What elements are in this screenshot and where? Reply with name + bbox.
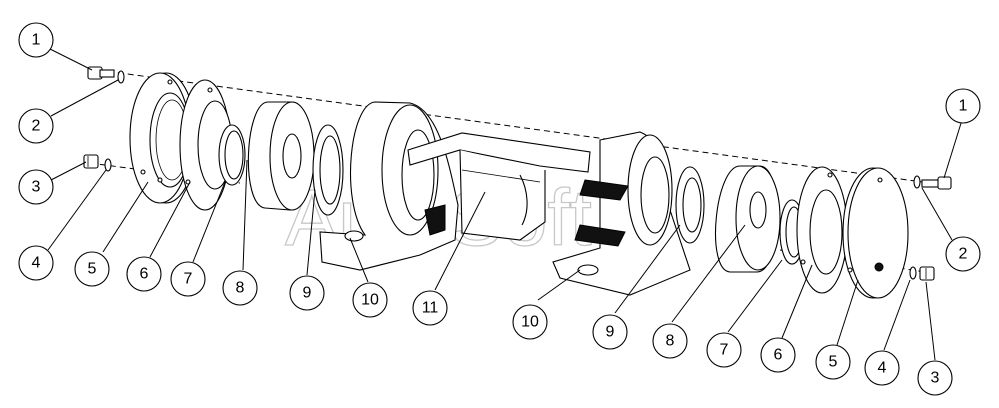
callout-7-left: 7 bbox=[170, 261, 206, 297]
callout-4-left: 4 bbox=[18, 245, 54, 281]
callout-9-left: 9 bbox=[289, 275, 325, 311]
bearing-right bbox=[714, 165, 781, 273]
callout-label: 7 bbox=[720, 342, 729, 359]
callout-label: 8 bbox=[236, 280, 245, 297]
callout-label: 1 bbox=[959, 98, 968, 115]
end-cover-right bbox=[842, 167, 909, 299]
callout-label: 6 bbox=[140, 266, 149, 283]
seal-left bbox=[312, 124, 344, 216]
snap-ring-left bbox=[218, 124, 246, 186]
bolt-left bbox=[87, 66, 115, 80]
callout-label: 6 bbox=[774, 347, 783, 364]
callout-6-right: 6 bbox=[760, 337, 796, 373]
callout-label: 2 bbox=[959, 246, 968, 263]
callout-5-left: 5 bbox=[74, 251, 110, 287]
callout-label: 10 bbox=[521, 314, 539, 331]
callout-10-right: 10 bbox=[512, 304, 548, 340]
callout-8-right: 8 bbox=[652, 323, 688, 359]
callout-4-right: 4 bbox=[864, 350, 900, 386]
callout-label: 7 bbox=[184, 271, 193, 288]
washer-right-bottom bbox=[909, 266, 917, 280]
callout-1-left: 1 bbox=[18, 22, 54, 58]
gasket-right bbox=[796, 166, 848, 294]
callout-label: 4 bbox=[878, 360, 887, 377]
callout-3-left: 3 bbox=[18, 169, 54, 205]
callout-leaders bbox=[47, 47, 963, 361]
callout-2-right: 2 bbox=[945, 236, 981, 272]
callout-9-right: 9 bbox=[592, 314, 628, 350]
callout-label: 4 bbox=[32, 255, 41, 272]
callout-3-right: 3 bbox=[917, 360, 953, 396]
callout-label: 5 bbox=[829, 354, 838, 371]
pillow-block-right bbox=[552, 131, 691, 296]
callout-6-left: 6 bbox=[126, 256, 162, 292]
callout-label: 8 bbox=[666, 333, 675, 350]
shaft-frame bbox=[407, 132, 591, 241]
callout-label: 10 bbox=[361, 292, 379, 309]
pillow-block-left bbox=[319, 101, 459, 271]
bolt-right bbox=[921, 176, 952, 190]
nut-right bbox=[919, 266, 935, 281]
callout-label: 5 bbox=[88, 261, 97, 278]
washer-left-bottom bbox=[104, 158, 112, 172]
nut-left bbox=[83, 154, 99, 169]
callout-label: 2 bbox=[32, 118, 41, 135]
callout-label: 3 bbox=[931, 370, 940, 387]
washer-left-top bbox=[117, 70, 125, 84]
callout-2-left: 2 bbox=[18, 108, 54, 144]
callout-label: 11 bbox=[422, 300, 439, 317]
washer-right-top bbox=[913, 175, 921, 189]
seal-right bbox=[675, 166, 705, 244]
callout-1-right: 1 bbox=[945, 88, 981, 124]
callout-label: 9 bbox=[303, 285, 312, 302]
callout-8-left: 8 bbox=[222, 270, 258, 306]
callout-10-left: 10 bbox=[352, 282, 388, 318]
bearing-left bbox=[247, 101, 315, 211]
callout-11: 11 bbox=[412, 290, 448, 326]
callout-label: 1 bbox=[32, 32, 41, 49]
callout-label: 9 bbox=[606, 324, 615, 341]
callout-7-right: 7 bbox=[706, 332, 742, 368]
callout-label: 3 bbox=[32, 179, 41, 196]
callout-5-right: 5 bbox=[815, 344, 851, 380]
